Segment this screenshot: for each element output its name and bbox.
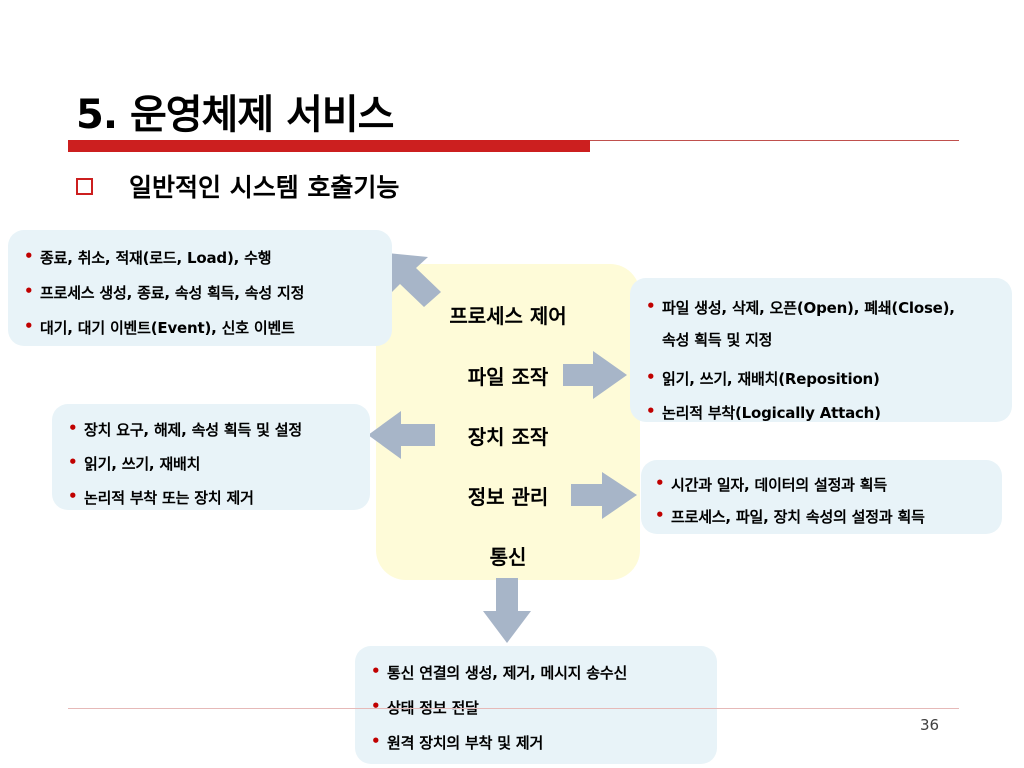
list-item: 읽기, 쓰기, 재배치 [64,453,370,474]
title-accent-bar [68,140,590,152]
info-management-box: 시간과 일자, 데이터의 설정과 획득 프로세스, 파일, 장치 속성의 설정과… [641,460,1002,534]
list-item: 종료, 취소, 적재(로드, Load), 수행 [20,247,392,268]
subtitle-row: 일반적인 시스템 호출기능 [76,168,399,204]
footer-line [68,708,959,709]
list-item: 프로세스 생성, 종료, 속성 획득, 속성 지정 [20,282,392,303]
list-item: 프로세스, 파일, 장치 속성의 설정과 획득 [651,506,1002,527]
communication-box: 통신 연결의 생성, 제거, 메시지 송수신 상태 정보 전달 원격 장치의 부… [355,646,717,764]
list-item: 논리적 부착(Logically Attach) [642,402,1012,423]
list-item: 장치 요구, 해제, 속성 획득 및 설정 [64,419,370,440]
center-item-communication: 통신 [489,545,527,569]
arrow-file-manipulation [563,351,627,399]
center-item-device-manipulation: 장치 조작 [467,425,549,449]
arrow-communication [483,578,531,643]
arrow-process-control [387,253,441,307]
list-item: 원격 장치의 부착 및 제거 [367,732,717,753]
list-item: 파일 생성, 삭제, 오픈(Open), 폐쇄(Close), [642,297,1012,318]
center-item-process-control: 프로세스 제어 [449,304,567,328]
list-item-continuation: 속성 획득 및 지정 [662,331,773,349]
device-manipulation-box: 장치 요구, 해제, 속성 획득 및 설정 읽기, 쓰기, 재배치 논리적 부착… [52,404,370,510]
arrow-device-manipulation [368,411,435,459]
arrow-info-management [571,472,637,519]
list-item: 논리적 부착 또는 장치 제거 [64,487,370,508]
page-number: 36 [920,716,940,734]
process-control-box: 종료, 취소, 적재(로드, Load), 수행 프로세스 생성, 종료, 속성… [8,230,392,346]
slide-title: 5. 운영체제 서비스 [76,92,394,138]
center-categories-box [376,264,640,580]
square-bullet-icon [76,177,93,195]
list-item: 읽기, 쓰기, 재배치(Reposition) [642,368,1012,389]
subtitle-text: 일반적인 시스템 호출기능 [129,173,400,202]
list-item: 통신 연결의 생성, 제거, 메시지 송수신 [367,662,717,683]
list-item: 대기, 대기 이벤트(Event), 신호 이벤트 [20,317,392,338]
file-manipulation-box: 파일 생성, 삭제, 오픈(Open), 폐쇄(Close), 속성 획득 및 … [630,278,1012,422]
list-item: 시간과 일자, 데이터의 설정과 획득 [651,474,1002,495]
center-item-file-manipulation: 파일 조작 [467,365,549,389]
center-item-info-management: 정보 관리 [467,485,549,509]
